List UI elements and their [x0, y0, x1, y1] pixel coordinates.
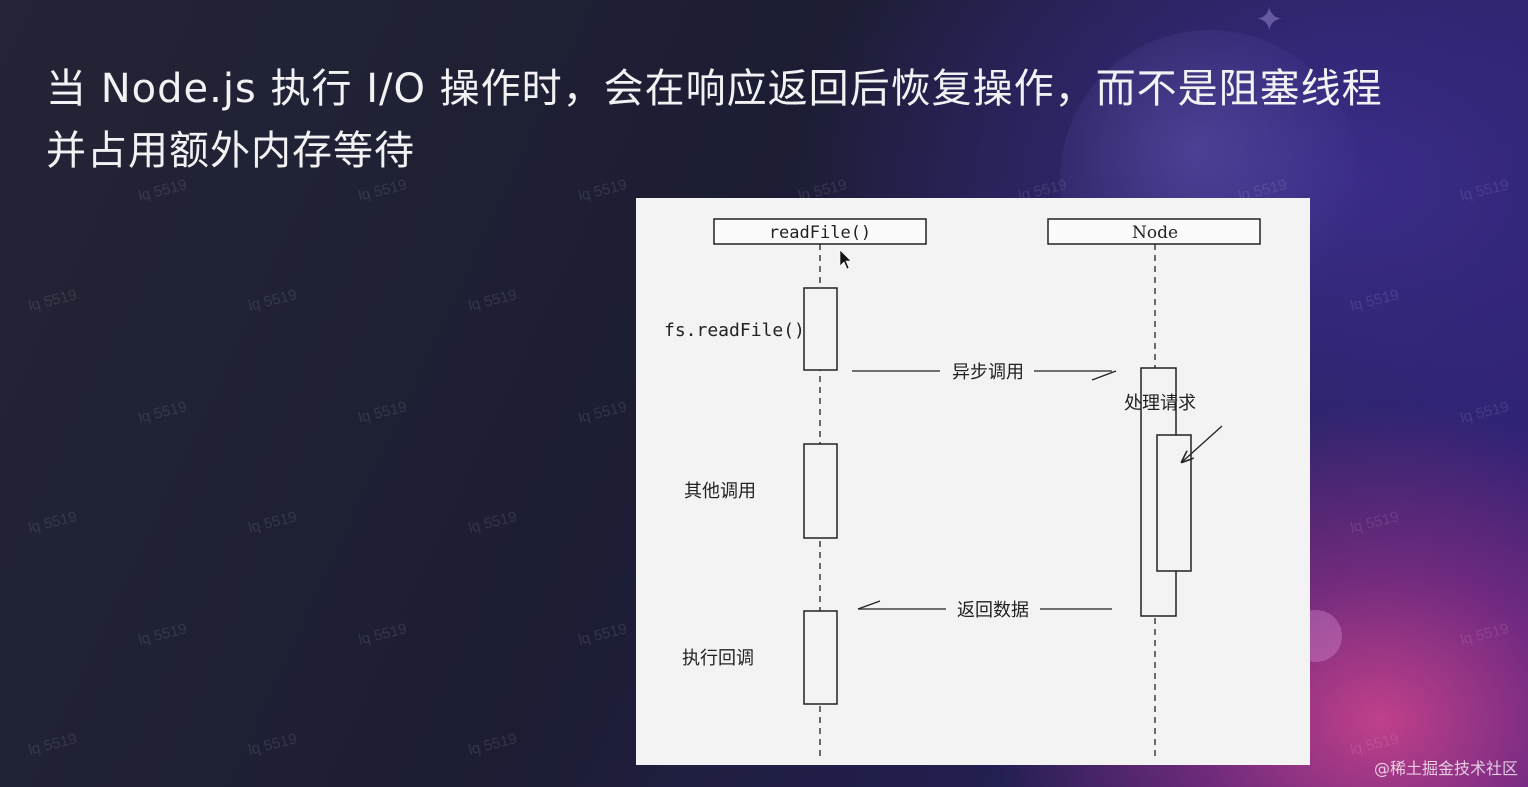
watermark: lq 5519	[466, 730, 519, 759]
message-return-data-label: 返回数据	[957, 600, 1029, 621]
lifeline-head-node	[1047, 218, 1261, 245]
lifeline-label-node: Node	[1132, 223, 1178, 243]
activation-fs-readfile	[803, 287, 838, 371]
footer-credit: @稀土掘金技术社区	[1373, 759, 1518, 778]
label-exec-callback: 执行回调	[682, 648, 754, 669]
lifeline-label-readfile: readFile()	[769, 223, 871, 243]
label-fs-readfile: fs.readFile()	[664, 320, 805, 341]
watermark: lq 5519	[1348, 286, 1401, 315]
label-other-calls: 其他调用	[684, 481, 756, 502]
activation-other-calls	[803, 443, 838, 539]
watermark: lq 5519	[26, 286, 79, 315]
decor-star-icon: ✦	[1255, 0, 1284, 40]
watermark: lq 5519	[1348, 508, 1401, 537]
watermark: lq 5519	[26, 508, 79, 537]
watermark: lq 5519	[136, 620, 189, 649]
slide-title: 当 Node.js 执行 I/O 操作时，会在响应返回后恢复操作，而不是阻塞线程…	[46, 58, 1466, 182]
message-async-call-arrowhead	[1091, 370, 1117, 381]
watermark: lq 5519	[356, 398, 409, 427]
mouse-cursor-icon	[839, 249, 852, 270]
slide-title-line-1: 当 Node.js 执行 I/O 操作时，会在响应返回后恢复操作，而不是阻塞线程	[46, 66, 1383, 112]
watermark: lq 5519	[576, 398, 629, 427]
watermark: lq 5519	[246, 730, 299, 759]
watermark: lq 5519	[136, 398, 189, 427]
sequence-diagram: readFile() Node fs.readFile() 其他调用 执行回调 …	[636, 198, 1310, 765]
process-request-pointer	[1182, 425, 1223, 462]
watermark: lq 5519	[246, 286, 299, 315]
slide-title-line-2: 并占用额外内存等待	[46, 128, 415, 174]
activation-node-inner	[1156, 434, 1192, 572]
watermark: lq 5519	[356, 620, 409, 649]
watermark: lq 5519	[1458, 398, 1511, 427]
watermark: lq 5519	[1458, 620, 1511, 649]
watermark: lq 5519	[26, 730, 79, 759]
label-process-request: 处理请求	[1124, 393, 1196, 414]
watermark: lq 5519	[576, 620, 629, 649]
watermark: lq 5519	[466, 508, 519, 537]
sequence-diagram-svg: readFile() Node fs.readFile() 其他调用 执行回调 …	[664, 218, 1261, 758]
message-return-data-arrowhead	[857, 600, 881, 610]
message-async-call-label: 异步调用	[952, 362, 1024, 383]
watermark: lq 5519	[466, 286, 519, 315]
watermark: lq 5519	[1458, 176, 1511, 205]
watermark: lq 5519	[246, 508, 299, 537]
activation-exec-callback	[803, 610, 838, 705]
